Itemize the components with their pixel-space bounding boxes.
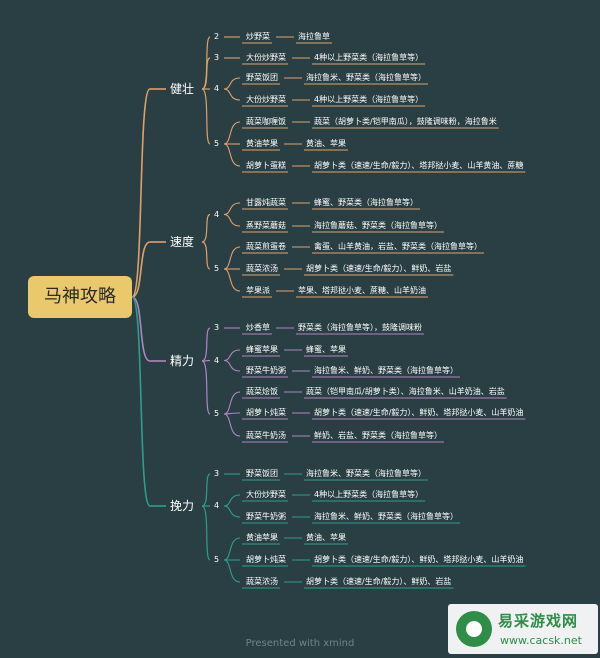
- ingredient-list[interactable]: 苹果、塔邦挞小麦、蔗糖、山羊奶油: [298, 286, 426, 295]
- ingredient-list[interactable]: 蜂蜜、苹果: [306, 345, 346, 354]
- recipe-name[interactable]: 蔬菜浓汤: [246, 264, 278, 273]
- recipe-name[interactable]: 蔬菜烩饭: [246, 387, 278, 396]
- ingredient-list[interactable]: 海拉鲁蘑菇、野菜类（海拉鲁草等）: [314, 221, 442, 230]
- ingredient-list[interactable]: 胡萝卜类（速速/生命/毅力）、塔邦挞小麦、山羊黄油、蔗糖: [314, 161, 524, 170]
- recipe-name[interactable]: 野菜饭团: [246, 73, 278, 82]
- ingredient-list[interactable]: 胡萝卜类（速速/生命/毅力）、鲜奶、岩盐: [306, 264, 452, 273]
- ingredient-list[interactable]: 4种以上野菜类（海拉鲁草等）: [314, 53, 424, 62]
- group-number[interactable]: 5: [214, 139, 220, 148]
- group-number[interactable]: 5: [214, 555, 220, 564]
- ingredient-list[interactable]: 海拉鲁米、鲜奶、野菜类（海拉鲁草等）: [314, 366, 458, 375]
- watermark-url: www.cacsk.net: [500, 634, 582, 647]
- branch-topic[interactable]: 速度: [170, 235, 195, 249]
- ingredient-list[interactable]: 胡萝卜类（速速/生命/毅力）、鲜奶、塔邦挞小麦、山羊奶油: [314, 408, 524, 417]
- watermark: 易采游戏网 www.cacsk.net: [448, 604, 598, 654]
- branch-topic[interactable]: 精力: [170, 354, 195, 368]
- group-number[interactable]: 4: [214, 501, 220, 510]
- footer-credit: Presented with xmind: [245, 638, 355, 649]
- ingredient-list[interactable]: 海拉鲁米、鲜奶、野菜类（海拉鲁草等）: [314, 512, 458, 521]
- group-number[interactable]: 3: [214, 469, 220, 478]
- recipe-name[interactable]: 蔬菜浓汤: [246, 577, 278, 586]
- group-number[interactable]: 4: [214, 84, 220, 93]
- recipe-name[interactable]: 黄油苹果: [246, 533, 278, 542]
- recipe-name[interactable]: 胡萝卜炖菜: [246, 408, 286, 417]
- recipe-name[interactable]: 野菜饭团: [246, 469, 278, 478]
- recipe-name[interactable]: 黄油苹果: [246, 139, 278, 148]
- recipe-name[interactable]: 炒香草: [246, 323, 270, 332]
- recipe-name[interactable]: 蔬菜咖喱饭: [246, 117, 286, 126]
- ingredient-list[interactable]: 胡萝卜类（速速/生命/毅力）、鲜奶、岩盐: [306, 577, 452, 586]
- recipe-name[interactable]: 蔬菜牛奶汤: [246, 431, 286, 440]
- recipe-name[interactable]: 野菜牛奶粥: [246, 366, 286, 375]
- ingredient-list[interactable]: 禽蛋、山羊黄油，岩盐、野菜类（海拉鲁草等）: [314, 242, 482, 251]
- ingredient-list[interactable]: 蜂蜜、野菜类（海拉鲁草等）: [314, 198, 418, 207]
- ingredient-list[interactable]: 4种以上野菜类（海拉鲁草等）: [314, 95, 424, 104]
- group-number[interactable]: 5: [214, 264, 220, 273]
- ingredient-list[interactable]: 野菜类（海拉鲁草等），鼓隆调味粉: [298, 323, 422, 332]
- recipe-name[interactable]: 大份炒野菜: [246, 490, 286, 499]
- watermark-title: 易采游戏网: [498, 612, 579, 630]
- recipe-name[interactable]: 蒸野菜蘑菇: [246, 221, 286, 230]
- root-topic[interactable]: 马神攻略: [28, 276, 132, 318]
- branch-topic[interactable]: 健壮: [170, 82, 195, 96]
- watermark-logo-icon: [456, 611, 492, 647]
- recipe-name[interactable]: 炒野菜: [246, 32, 270, 41]
- group-number[interactable]: 3: [214, 53, 220, 62]
- ingredient-list[interactable]: 蔬菜（铠甲南瓜/胡萝卜类）、海拉鲁米、山羊奶油、岩盐: [306, 387, 505, 396]
- group-number[interactable]: 3: [214, 323, 220, 332]
- recipe-name[interactable]: 甘露炖蔬菜: [246, 198, 286, 207]
- recipe-name[interactable]: 蜂蜜苹果: [246, 345, 278, 354]
- recipe-name[interactable]: 胡萝卜炖菜: [246, 555, 286, 564]
- ingredient-list[interactable]: 黄油、苹果: [306, 533, 346, 542]
- recipe-name[interactable]: 胡萝卜蛋糕: [246, 161, 286, 170]
- group-number[interactable]: 5: [214, 409, 220, 418]
- recipe-name[interactable]: 野菜牛奶粥: [246, 512, 286, 521]
- recipe-name[interactable]: 大份炒野菜: [246, 95, 286, 104]
- ingredient-list[interactable]: 海拉鲁米、野菜类（海拉鲁草等）: [306, 469, 426, 478]
- recipe-name[interactable]: 大份炒野菜: [246, 53, 286, 62]
- ingredient-list[interactable]: 蔬菜（胡萝卜类/铠甲南瓜），鼓隆调味粉，海拉鲁米: [314, 117, 497, 126]
- ingredient-list[interactable]: 鲜奶、岩盐、野菜类（海拉鲁草等）: [314, 431, 442, 440]
- ingredient-list[interactable]: 4种以上野菜类（海拉鲁草等）: [314, 490, 424, 499]
- ingredient-list[interactable]: 海拉鲁米、野菜类（海拉鲁草等）: [306, 73, 426, 82]
- ingredient-list[interactable]: 胡萝卜类（速速/生命/毅力）、鲜奶、塔邦挞小麦、山羊奶油: [314, 555, 524, 564]
- group-number[interactable]: 4: [214, 209, 220, 219]
- branch-topic[interactable]: 挽力: [170, 499, 195, 513]
- ingredient-list[interactable]: 海拉鲁草: [298, 32, 330, 41]
- ingredient-list[interactable]: 黄油、苹果: [306, 139, 346, 148]
- group-number[interactable]: 4: [214, 355, 220, 365]
- group-number[interactable]: 2: [214, 32, 220, 41]
- recipe-name[interactable]: 蔬菜煎蛋卷: [246, 242, 286, 251]
- recipe-name[interactable]: 苹果派: [246, 286, 270, 295]
